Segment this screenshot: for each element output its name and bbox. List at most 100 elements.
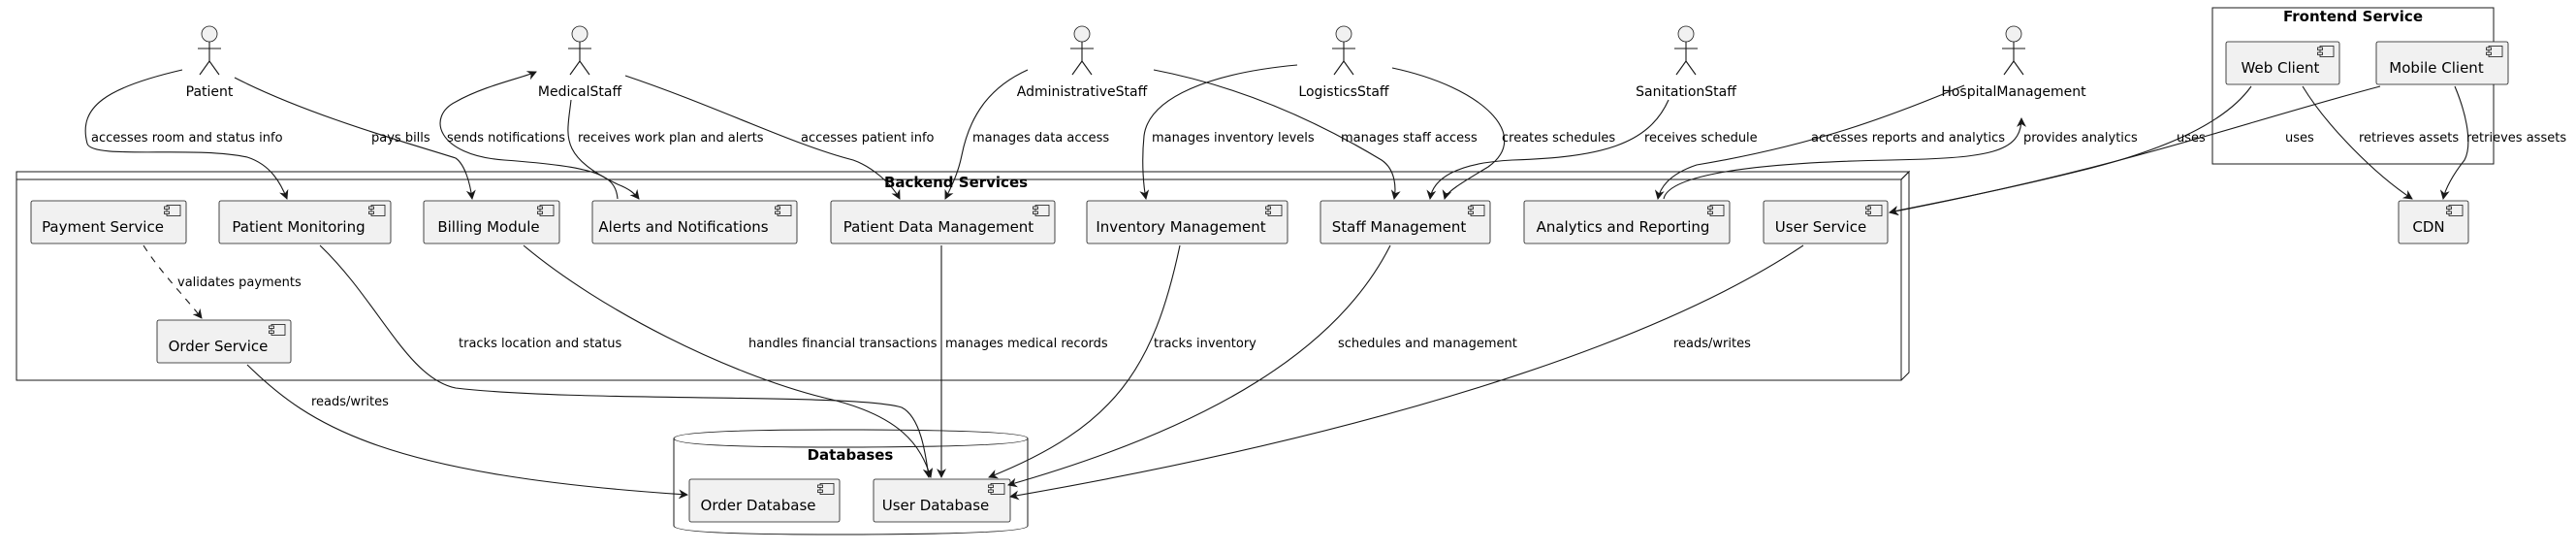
actor-person-icon xyxy=(2002,25,2025,76)
edge-alerts-medical: sends notifications xyxy=(439,71,619,200)
edge-staff-userdb: schedules and management xyxy=(1007,244,1517,488)
actor-administrative-staff[interactable]: AdministrativeStaff xyxy=(1017,25,1148,100)
component-user-service[interactable]: User Service xyxy=(1763,200,1889,244)
frontend-group-title: Frontend Service xyxy=(2283,8,2423,25)
edge-admin-patient-data: manages data access xyxy=(944,69,1109,200)
edge-label: accesses reports and analytics xyxy=(1811,131,2005,146)
component-icon xyxy=(164,205,181,216)
component-icon xyxy=(2317,46,2335,57)
actor-label: AdministrativeStaff xyxy=(1017,84,1148,100)
edge-label: accesses room and status info xyxy=(91,131,283,146)
component-icon xyxy=(1865,205,1883,216)
actor-label: HospitalManagement xyxy=(1941,84,2086,100)
databases-group: Databases xyxy=(673,429,1029,535)
component-icon xyxy=(1468,205,1485,216)
edge-logistics-inventory: manages inventory levels xyxy=(1139,64,1315,200)
edge-patientdata-userdb: manages medical records xyxy=(937,245,1108,478)
component-patient-monitoring[interactable]: Patient Monitoring xyxy=(218,200,392,244)
actor-label: LogisticsStaff xyxy=(1298,84,1389,100)
edge-label: tracks location and status xyxy=(459,337,621,351)
actor-logistics-staff[interactable]: LogisticsStaff xyxy=(1298,25,1389,100)
component-label: Payment Service xyxy=(42,218,164,236)
component-staff-management[interactable]: Staff Management xyxy=(1320,200,1491,244)
component-label: User Service xyxy=(1775,218,1866,236)
edge-label: manages data access xyxy=(972,131,1109,146)
component-icon xyxy=(1033,205,1050,216)
edge-label: retrieves assets xyxy=(2359,131,2459,146)
actor-label: Patient xyxy=(186,84,234,100)
component-label: Inventory Management xyxy=(1096,218,1265,236)
edge-label: schedules and management xyxy=(1338,337,1517,351)
edge-patient-billing: pays bills xyxy=(234,77,476,200)
edge-management-analytics: accesses reports and analytics xyxy=(1654,84,2005,200)
component-label: Web Client xyxy=(2242,59,2320,77)
backend-group-title: Backend Services xyxy=(884,174,1028,191)
actor-label: SanitationStaff xyxy=(1636,84,1736,100)
component-icon xyxy=(1265,205,1283,216)
edge-medical-patient-data: accesses patient info xyxy=(624,75,935,200)
component-web-client[interactable]: Web Client xyxy=(2225,41,2340,85)
component-icon xyxy=(368,205,386,216)
actor-hospital-management[interactable]: HospitalManagement xyxy=(1941,25,2086,100)
actor-person-icon xyxy=(1070,25,1094,76)
edge-inventory-userdb: tracks inventory xyxy=(988,244,1256,479)
component-label: Analytics and Reporting xyxy=(1537,218,1710,236)
component-inventory-management[interactable]: Inventory Management xyxy=(1086,200,1288,244)
edge-label: pays bills xyxy=(371,131,430,146)
component-label: Alerts and Notifications xyxy=(598,218,768,236)
edge-label: manages staff access xyxy=(1341,131,1478,146)
component-patient-data-management[interactable]: Patient Data Management xyxy=(830,200,1056,244)
component-icon xyxy=(2446,205,2464,216)
edge-label: handles financial transactions xyxy=(748,337,938,351)
databases-group-title: Databases xyxy=(808,446,894,464)
component-icon xyxy=(1707,205,1725,216)
edge-admin-staff: manages staff access xyxy=(1153,69,1478,200)
edge-payment-order: validates payments xyxy=(143,244,302,319)
component-label: Order Database xyxy=(701,497,816,514)
component-label: User Database xyxy=(882,497,990,514)
component-order-service[interactable]: Order Service xyxy=(156,319,292,364)
edge-label: retrieves assets xyxy=(2466,131,2566,146)
edge-mobile-user: uses xyxy=(1889,85,2381,216)
component-icon xyxy=(537,205,555,216)
actor-person-icon xyxy=(1332,25,1355,76)
edge-userservice-userdb: reads/writes xyxy=(1009,244,1804,501)
edge-web-cdn: retrieves assets xyxy=(2302,85,2459,200)
actor-label: MedicalStaff xyxy=(538,84,622,100)
edge-label: uses xyxy=(2285,131,2314,146)
actor-medical-staff[interactable]: MedicalStaff xyxy=(538,25,622,100)
component-label: Billing Module xyxy=(437,218,539,236)
actor-person-icon xyxy=(1674,25,1698,76)
component-alerts-and-notifications[interactable]: Alerts and Notifications xyxy=(591,200,798,244)
edge-mobile-cdn: retrieves assets xyxy=(2439,85,2566,200)
edge-label: tracks inventory xyxy=(1154,337,1256,351)
component-icon xyxy=(2486,46,2503,57)
component-mobile-client[interactable]: Mobile Client xyxy=(2375,41,2509,85)
component-user-database[interactable]: User Database xyxy=(873,478,1011,523)
edge-label: reads/writes xyxy=(311,395,389,409)
edge-monitoring-userdb: tracks location and status xyxy=(319,244,933,478)
component-billing-module[interactable]: Billing Module xyxy=(423,200,560,244)
component-cdn[interactable]: CDN xyxy=(2398,200,2469,244)
actor-sanitation-staff[interactable]: SanitationStaff xyxy=(1636,25,1736,100)
edge-label: provides analytics xyxy=(2023,131,2138,146)
component-label: CDN xyxy=(2412,218,2444,236)
frontend-service-group: Frontend Service xyxy=(2211,7,2495,165)
edge-label: accesses patient info xyxy=(801,131,935,146)
component-payment-service[interactable]: Payment Service xyxy=(30,200,187,244)
component-order-database[interactable]: Order Database xyxy=(688,478,841,523)
component-label: Patient Monitoring xyxy=(232,218,365,236)
component-label: Staff Management xyxy=(1332,218,1467,236)
component-label: Patient Data Management xyxy=(843,218,1034,236)
actor-patient[interactable]: Patient xyxy=(186,25,234,100)
component-icon xyxy=(988,483,1005,495)
edge-web-user: uses xyxy=(1889,85,2252,215)
edge-label: reads/writes xyxy=(1673,337,1751,351)
component-analytics-and-reporting[interactable]: Analytics and Reporting xyxy=(1523,200,1731,244)
actor-person-icon xyxy=(568,25,591,76)
edge-label: receives schedule xyxy=(1644,131,1758,146)
component-label: Order Service xyxy=(169,338,269,355)
edge-analytics-management: provides analytics xyxy=(1663,117,2138,200)
edge-label: manages medical records xyxy=(945,337,1108,351)
